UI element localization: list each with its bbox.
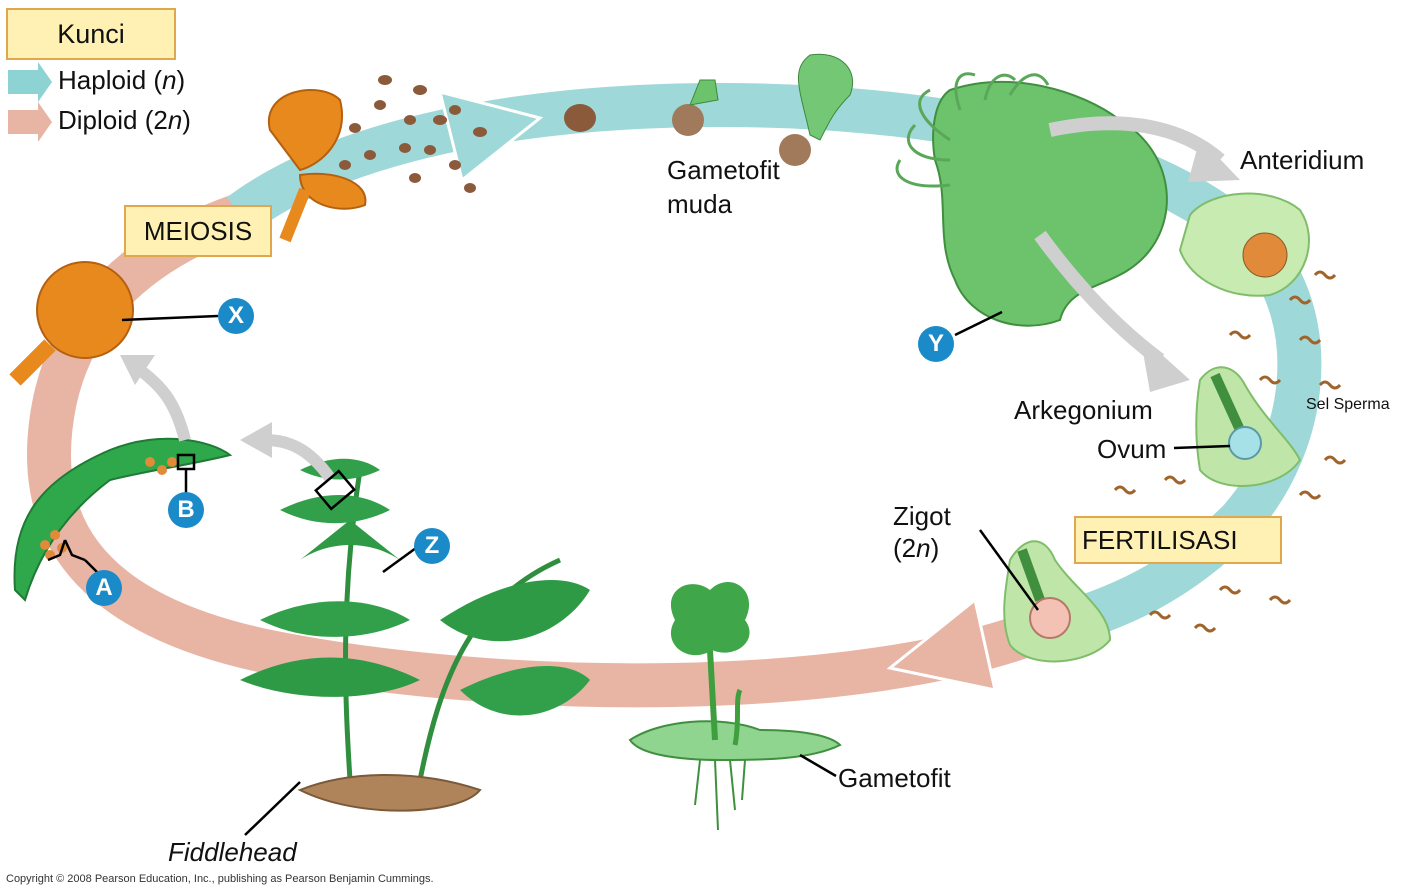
rhizoids: [895, 72, 1050, 188]
young-gametophyte-sprouts: [672, 53, 854, 166]
zigot-label: Zigot (2n): [893, 501, 951, 564]
young-sporophyte-on-gametophyte: [628, 581, 842, 831]
zigot-line2: (2n): [893, 532, 951, 564]
legend-title-box: Kunci: [6, 8, 176, 60]
legend-diploid-label: Diploid (2n): [58, 105, 191, 136]
badge-x: X: [218, 298, 254, 334]
zigot-var: n: [916, 532, 931, 563]
zigot-close: ): [930, 532, 940, 563]
haploid-arrowhead: [437, 89, 544, 183]
fertilisasi-box: FERTILISASI: [1074, 516, 1282, 564]
gametofit-muda-label: Gametofit muda: [667, 155, 780, 220]
zigot-line1: Zigot: [893, 501, 951, 531]
legend-diploid-text: Diploid (2: [58, 105, 168, 135]
gametofit-muda-line1: Gametofit: [667, 155, 780, 185]
legend-haploid-close: ): [176, 65, 186, 95]
ovum-label: Ovum: [1097, 434, 1167, 464]
anteridium-label: Anteridium: [1240, 145, 1365, 175]
spores: [339, 75, 596, 193]
legend-diploid-var: n: [167, 105, 183, 135]
copyright-text: Copyright © 2008 Pearson Education, Inc.…: [6, 873, 434, 885]
legend-haploid-label: Haploid (n): [58, 65, 186, 96]
meiosis-box: MEIOSIS: [124, 205, 272, 257]
fiddlehead-label: Fiddlehead: [168, 837, 297, 867]
gametofit-label: Gametofit: [838, 763, 951, 793]
arrow-pinna-to-sporangium-head: [120, 355, 155, 385]
badge-a: A: [86, 570, 122, 606]
gametofit-muda-line2: muda: [667, 188, 733, 219]
sel-sperma-label: Sel Sperma: [1306, 396, 1390, 413]
fern-pinna-detail: [13, 437, 233, 602]
legend-haploid-var: n: [162, 65, 177, 95]
sperm-cells: [1113, 270, 1347, 633]
arrow-to-anteridium-head: [1188, 138, 1240, 182]
badge-b: B: [168, 492, 204, 528]
legend-haploid-swatch: [8, 62, 52, 102]
arrow-frond-to-pinna-head: [240, 422, 272, 458]
legend-title: Kunci: [57, 18, 125, 49]
legend-diploid-close: ): [182, 105, 191, 135]
anteridium-structure: [1178, 192, 1310, 297]
zygote-structure: [1003, 540, 1112, 663]
mature-fern-sporophyte: [240, 458, 590, 812]
arrow-to-arkegonium-head: [1140, 335, 1190, 392]
badge-y: Y: [918, 326, 954, 362]
legend-diploid-swatch: [8, 102, 52, 142]
meiosis-label: MEIOSIS: [143, 215, 253, 246]
legend-haploid-text: Haploid (: [58, 65, 163, 95]
sporangium-open: [267, 89, 367, 243]
zigot-open: (2: [893, 532, 917, 563]
sporangium-closed: [9, 261, 134, 386]
leader-lines: [121, 310, 1231, 836]
arrow-frond-to-pinna: [264, 434, 335, 482]
fertilisasi-label: FERTILISASI: [1082, 524, 1238, 555]
arrow-pinna-to-sporangium: [136, 365, 191, 442]
arkegonium-label: Arkegonium: [1014, 395, 1153, 425]
arkegonium-structure: [1195, 366, 1302, 487]
mature-gametophyte: [932, 80, 1168, 327]
frond-detail-box: [314, 469, 356, 511]
badge-z: Z: [414, 528, 450, 564]
diploid-arrowhead: [886, 597, 997, 692]
